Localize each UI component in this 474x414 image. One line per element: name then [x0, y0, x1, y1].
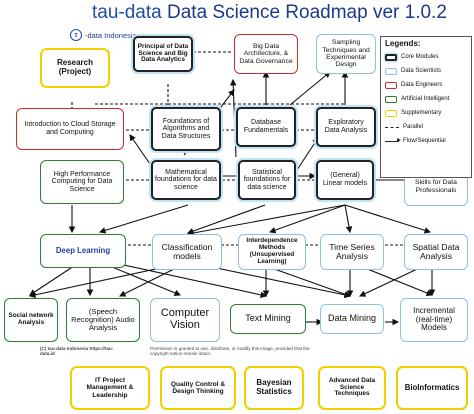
node-cloud: Introduction to Cloud Storage and Comput… — [16, 108, 124, 150]
logo-text: -data Indonesia — [85, 30, 137, 40]
node-linear-models: (General) Linear models — [316, 160, 374, 200]
legend-dashed-line — [385, 126, 399, 128]
legend-label: Data Engineers — [401, 82, 443, 88]
title-text: Data Science Roadmap ver 1.0.2 — [167, 2, 447, 23]
legend-swatch-ds — [385, 67, 397, 75]
node-principal: Principal of Data Science and Big Data A… — [133, 36, 193, 72]
legend: Legends: Core Modules Data Scientists Da… — [380, 36, 472, 178]
legend-label: Flow/Sequential — [403, 138, 446, 144]
legend-title: Legends: — [385, 39, 421, 48]
legend-arrow-line — [385, 138, 401, 142]
legend-swatch-sup — [385, 109, 397, 117]
node-bigdata-architecture: Big Data Architecture, & Data Governance — [234, 34, 298, 74]
brand-logo: τ -data Indonesia — [70, 28, 160, 42]
legend-label: Artificial Intelligent — [401, 96, 450, 102]
node-time-series: Time Series Analysis — [320, 234, 384, 270]
node-math-foundations: Mathematical foundations for data scienc… — [151, 160, 221, 200]
node-stat-foundations: Statistical foundations for data science — [238, 160, 296, 200]
node-bioinformatics: BioInformatics — [396, 366, 468, 410]
node-text-mining: Text Mining — [230, 304, 306, 334]
legend-label: Supplementary — [401, 110, 442, 116]
legend-item-supplementary: Supplementary — [381, 106, 471, 120]
node-quality-control: Quality Control & Design Thinking — [160, 366, 236, 410]
legend-item-ai: Artificial Intelligent — [381, 92, 471, 106]
node-research: Research (Project) — [40, 48, 110, 88]
node-spatial: Spatial Data Analysis — [404, 234, 468, 270]
legend-swatch-ai — [385, 95, 397, 103]
node-interdependence: Interdependence Methods (Unsupervised Le… — [238, 234, 306, 270]
node-database: Database Fundamentals — [236, 107, 296, 147]
node-sampling: Sampling Techniques and Experimental Des… — [316, 34, 376, 74]
legend-label: Parallel — [403, 124, 424, 130]
node-computer-vision: Computer Vision — [150, 298, 220, 342]
node-foundations-algorithms: Foundations of Algorithms and Data Struc… — [151, 107, 221, 151]
legend-item-flow: Flow/Sequential — [381, 134, 471, 148]
legend-swatch-core — [385, 53, 397, 61]
node-audio-analysis: (Speech Recognition) Audio Analysis — [66, 298, 140, 342]
node-deep-learning: Deep Learning — [40, 234, 126, 268]
legend-label: Data Scientists — [401, 68, 442, 74]
node-bayesian-statistics: Bayesian Statistics — [244, 366, 304, 410]
page-title: tau-data Data Science Roadmap ver 1.0.2 — [92, 2, 447, 24]
node-it-project-management: IT Project Management & Leadership — [70, 366, 150, 410]
node-eda: Exploratory Data Analysis — [316, 107, 376, 147]
tau-logo-icon: τ — [70, 29, 82, 41]
legend-item-data-engineers: Data Engineers — [381, 78, 471, 92]
node-hpc: High Performance Computing for Data Scie… — [40, 160, 124, 204]
legend-item-core: Core Modules — [381, 50, 471, 64]
legend-swatch-de — [385, 81, 397, 89]
legend-item-parallel: Parallel — [381, 120, 471, 134]
node-classification: Classification models — [152, 234, 222, 270]
node-data-mining: Data Mining — [320, 304, 384, 334]
node-social-network: Social network Analysis — [4, 298, 58, 342]
title-brand: tau-data — [92, 2, 162, 23]
legend-label: Core Modules — [401, 54, 439, 60]
legend-item-data-scientists: Data Scientists — [381, 64, 471, 78]
copyright-note: (C) tau-data Indonesia https://tau-data.… — [40, 346, 114, 357]
permission-note: Permission is granted to use, distribute… — [150, 346, 310, 357]
node-incremental: Incremental (real-time) Models — [400, 298, 468, 342]
node-advanced-ds: Advanced Data Science Techniques — [318, 366, 386, 410]
